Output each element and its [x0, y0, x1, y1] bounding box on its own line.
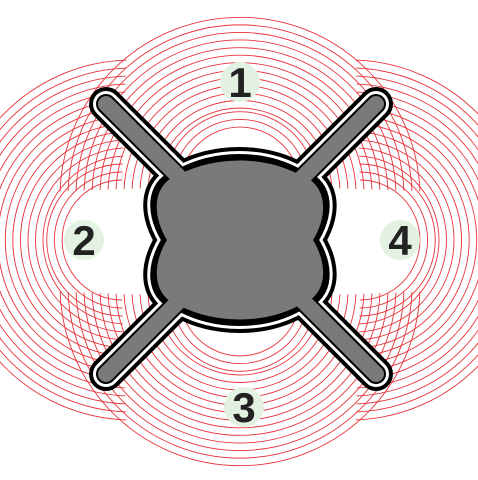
zone-1-label: 1: [228, 59, 251, 106]
zone-2-label: 2: [72, 217, 95, 264]
zone-4-label: 4: [388, 217, 412, 264]
ripple-arc: [0, 92, 125, 388]
zone-2: 2: [64, 217, 104, 264]
zone-4: 4: [380, 217, 420, 264]
zone-1: 1: [220, 59, 260, 106]
x-shaped-body: [106, 104, 376, 374]
zone-3: 3: [224, 384, 264, 431]
zone-3-label: 3: [232, 384, 255, 431]
body-center: [157, 161, 323, 320]
